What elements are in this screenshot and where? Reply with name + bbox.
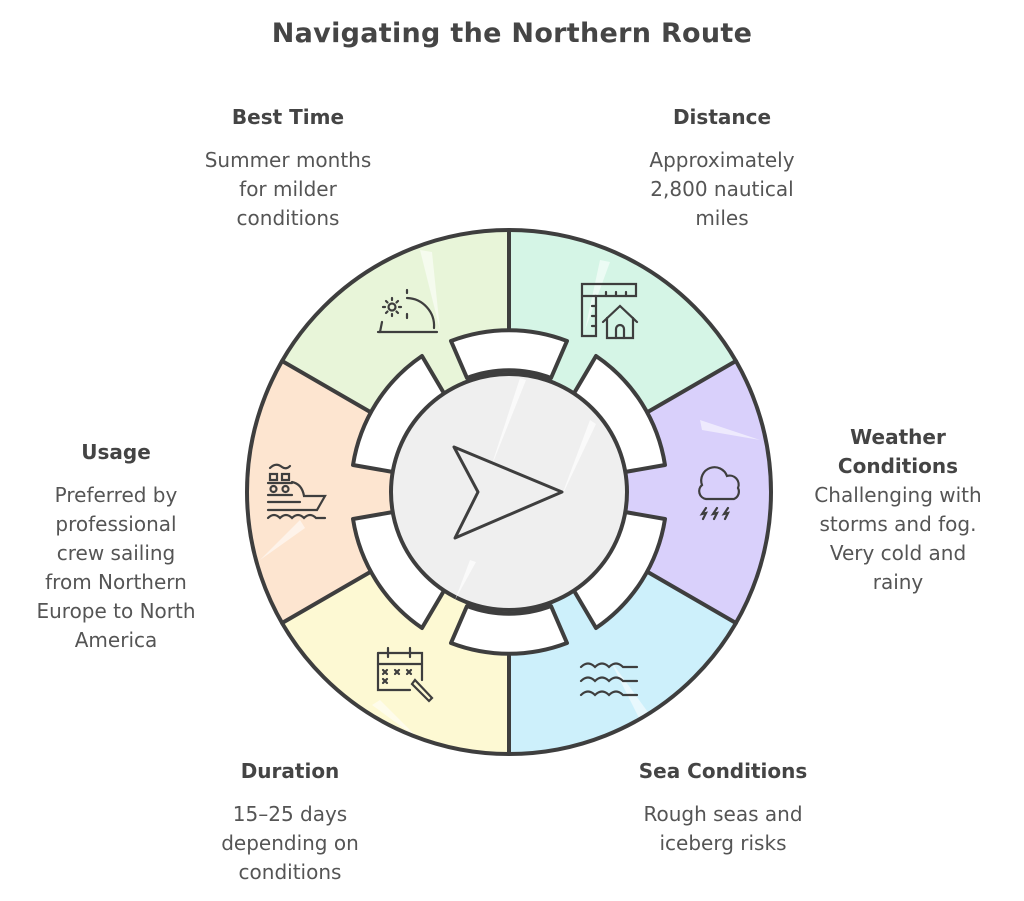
- center-disc: [389, 372, 629, 612]
- waves-icon: [579, 662, 639, 697]
- ring-segment-top: [449, 328, 569, 380]
- page-title: Navigating the Northern Route: [271, 18, 753, 49]
- section-heading: Conditions: [837, 454, 959, 478]
- section-line: Summer months: [204, 148, 372, 172]
- section-line: 2,800 nautical: [650, 177, 794, 201]
- section-line: for milder: [239, 177, 337, 201]
- section-heading: Weather: [850, 425, 946, 449]
- section-line: Europe to North: [36, 599, 196, 623]
- ring-segment-bottom: [449, 604, 569, 656]
- section-sea: Sea Conditions Rough seas and iceberg ri…: [605, 757, 841, 858]
- section-distance: Distance Approximately 2,800 nautical mi…: [612, 103, 832, 233]
- section-best-time: Best Time Summer months for milder condi…: [178, 103, 398, 233]
- section-line: Very cold and: [829, 541, 967, 565]
- section-line: crew sailing: [56, 541, 176, 565]
- section-line: Approximately: [649, 148, 795, 172]
- navigation-arrow-icon: [452, 445, 564, 540]
- section-heading: Best Time: [231, 105, 345, 129]
- section-line: conditions: [236, 206, 340, 230]
- section-line: iceberg risks: [659, 831, 787, 855]
- ship-icon: [266, 463, 327, 520]
- section-weather: Weather Conditions Challenging with stor…: [782, 423, 1014, 597]
- section-line: Preferred by: [54, 483, 178, 507]
- section-line: storms and fog.: [819, 512, 977, 536]
- section-heading: Duration: [240, 759, 340, 783]
- section-line: 15–25 days: [232, 802, 348, 826]
- section-line: depending on: [221, 831, 359, 855]
- section-line: rainy: [872, 570, 924, 594]
- section-line: miles: [695, 206, 749, 230]
- section-heading: Usage: [81, 440, 151, 464]
- sector-usage: [246, 361, 510, 623]
- section-duration: Duration 15–25 days depending on conditi…: [180, 757, 400, 887]
- section-line: conditions: [238, 860, 342, 884]
- section-line: America: [74, 628, 158, 652]
- section-line: professional: [55, 512, 177, 536]
- calendar-icon: [376, 646, 434, 703]
- ruler-house-icon: [580, 282, 639, 340]
- section-usage: Usage Preferred by professional crew sai…: [4, 438, 228, 655]
- section-line: from Northern: [45, 570, 187, 594]
- section-heading: Distance: [672, 105, 772, 129]
- section-line: Rough seas and: [643, 802, 803, 826]
- sunrise-icon: [376, 288, 439, 334]
- section-heading: Sea Conditions: [638, 759, 808, 783]
- section-line: Challenging with: [814, 483, 982, 507]
- storm-cloud-icon: [698, 466, 740, 521]
